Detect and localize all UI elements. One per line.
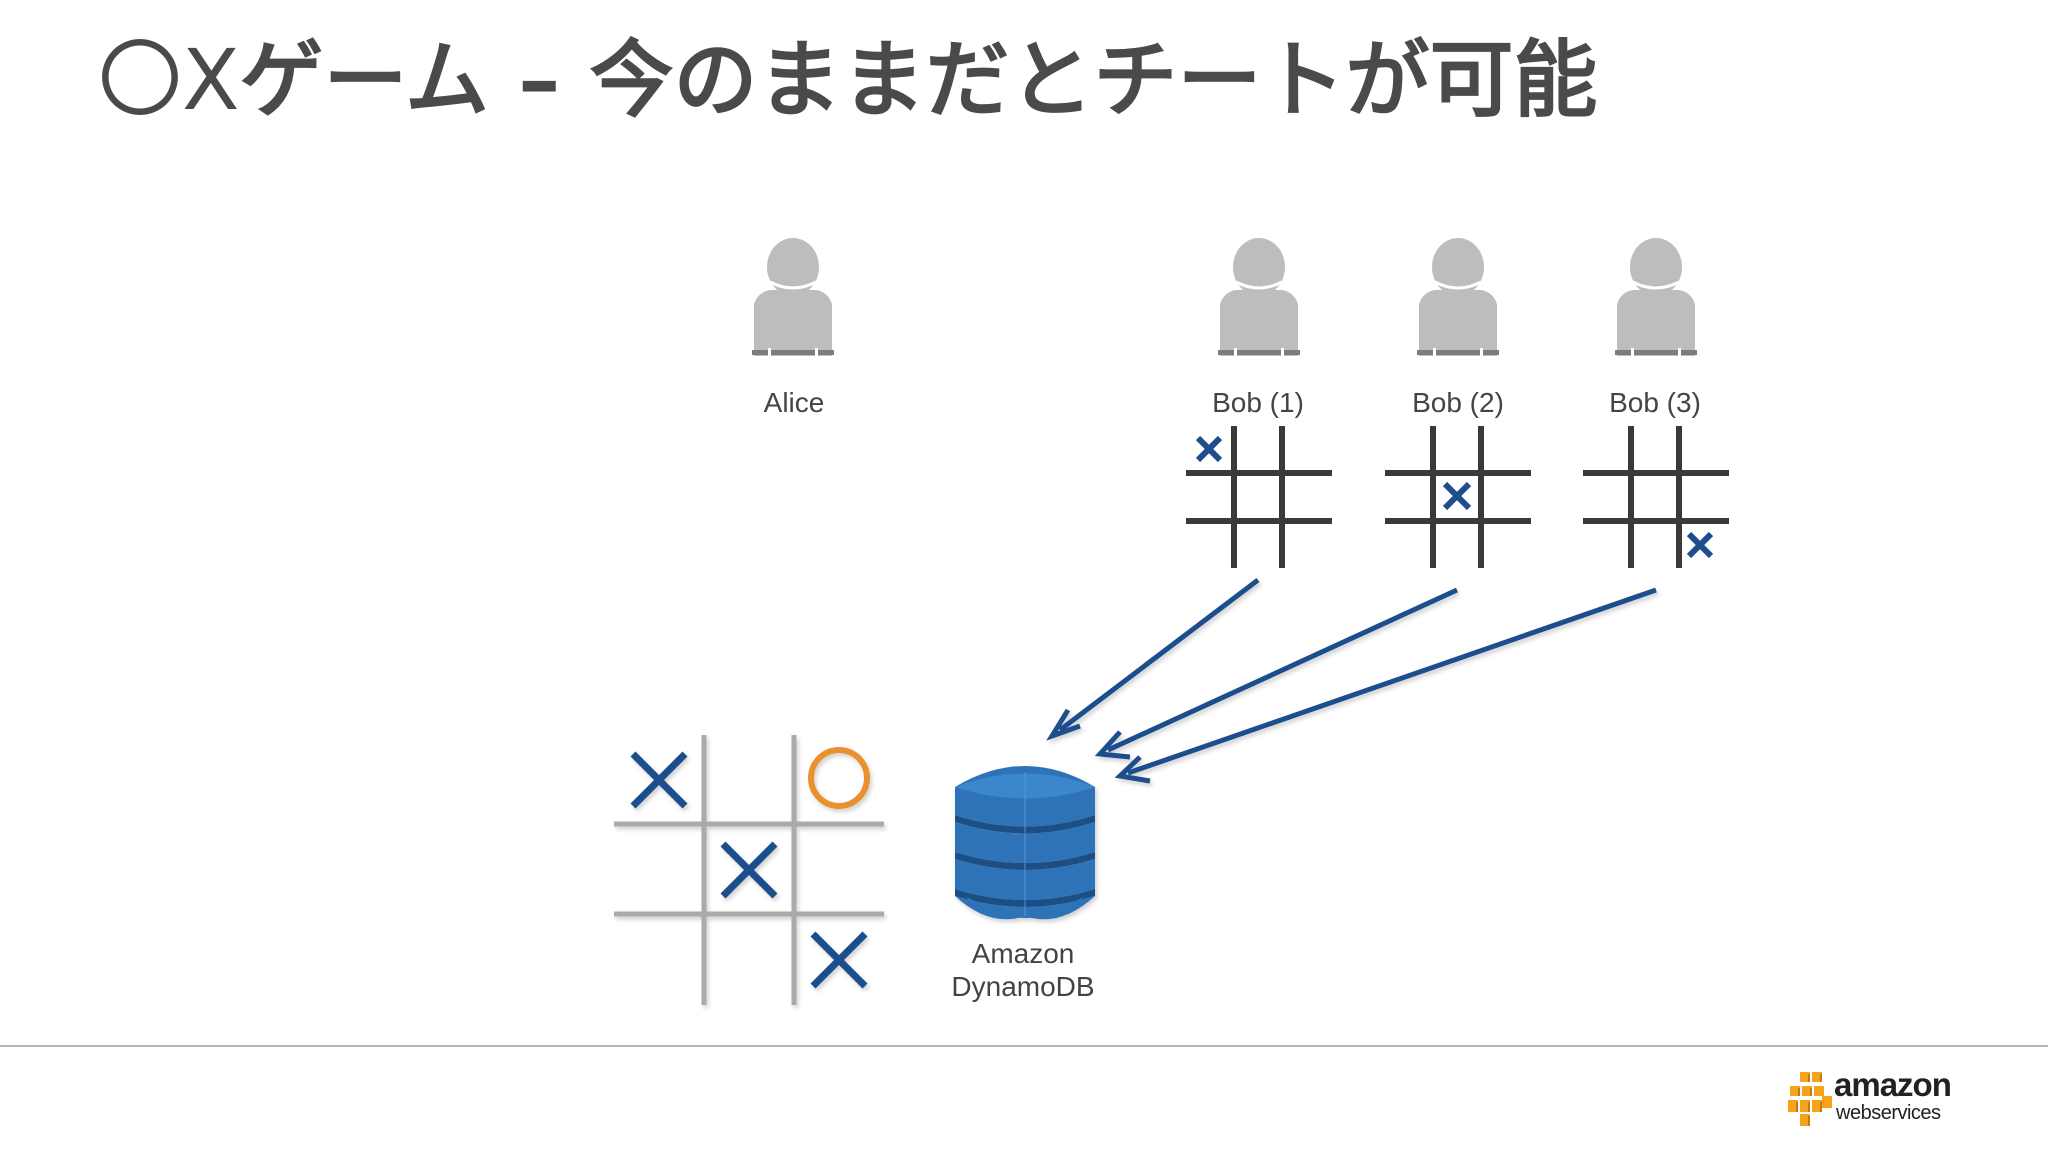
bob2-board [1385, 426, 1531, 568]
arrow-bob3-to-dynamodb [1127, 587, 1657, 776]
aws-logo: amazon webservices [1786, 1068, 1952, 1132]
shared-board-marks [630, 747, 870, 989]
bob3-user-icon [1615, 238, 1697, 357]
aws-logo-word: amazon [1834, 1066, 1952, 1103]
arrow-bob1-head [1046, 708, 1081, 741]
player-label-bob2: Bob (2) [1412, 387, 1504, 418]
footer-divider [0, 1045, 2048, 1047]
arrow-bob2-head [1094, 730, 1131, 760]
dynamodb-label-line2: DynamoDB [951, 971, 1095, 1002]
alice-user-icon [752, 238, 834, 357]
title-marks: 〇X [98, 31, 240, 129]
board-cross-mark [630, 751, 688, 809]
bob2-user-icon [1417, 238, 1499, 357]
bob1-board [1186, 426, 1332, 568]
bob2-cross-mark [1442, 481, 1472, 511]
aws-logo-sub: webservices [1836, 1102, 1941, 1124]
player-label-bob3: Bob (3) [1609, 387, 1701, 418]
board-cross-mark [720, 841, 778, 899]
bob3-board [1583, 426, 1729, 568]
write-arrows [1046, 578, 1657, 784]
board-circle-mark [808, 747, 870, 809]
arrow-bob1-to-dynamodb [1058, 578, 1260, 732]
board-cross-mark [810, 931, 868, 989]
player-label-bob1: Bob (1) [1212, 387, 1304, 418]
dynamodb-icon [955, 766, 1095, 920]
arrow-bob2-to-dynamodb [1106, 587, 1459, 753]
player-label-alice: Alice [763, 387, 825, 418]
shared-board [614, 735, 884, 1005]
arrow-bob3-head [1114, 755, 1151, 784]
title-text: ゲーム – 今のままだとチートが可能 [239, 31, 1598, 129]
aws-cubes-icon [1788, 1072, 1832, 1126]
bob1-user-icon [1218, 238, 1300, 357]
bob3-cross-mark [1686, 531, 1714, 559]
bob1-cross-mark [1195, 435, 1223, 463]
dynamodb-label-line1: Amazon [971, 938, 1075, 969]
slide-title: 〇Xゲーム – 今のままだとチートが可能 [98, 24, 1598, 136]
